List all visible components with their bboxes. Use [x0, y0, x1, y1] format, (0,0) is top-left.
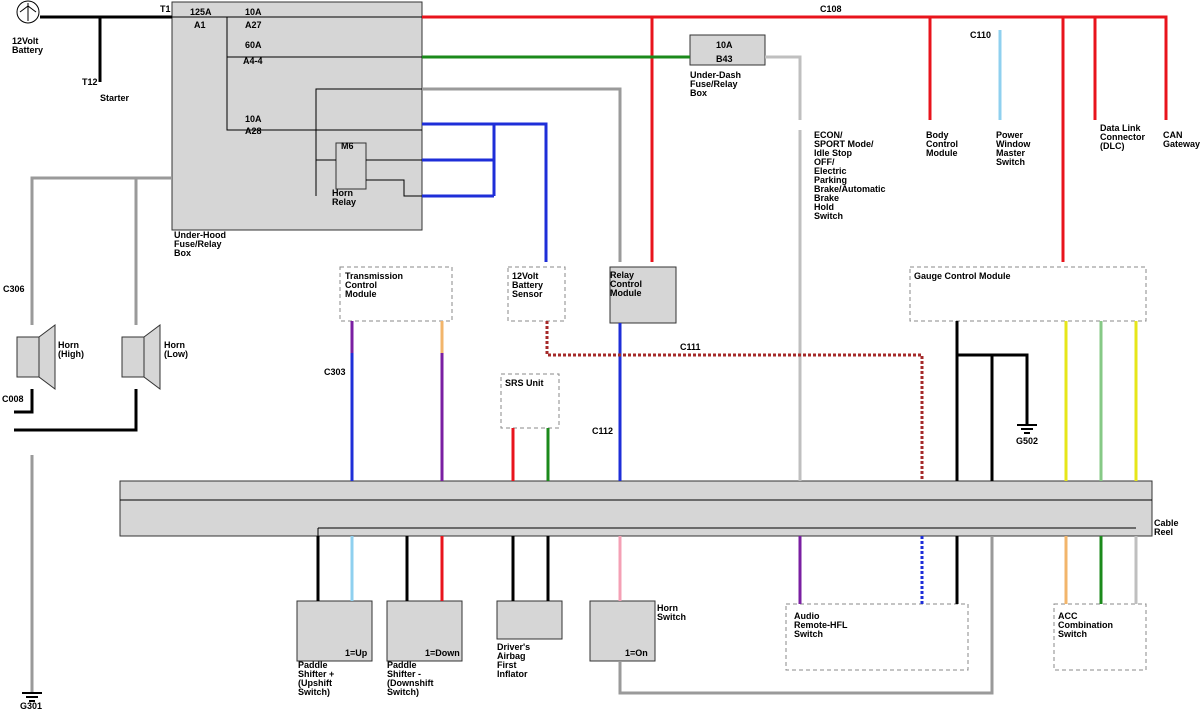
- horn-low-body: [121, 336, 145, 378]
- ground-g301-label: G301: [20, 701, 42, 711]
- gauge-module-box: [909, 266, 1147, 322]
- battery-sensor-box: [507, 266, 566, 322]
- connector-c008: C008: [2, 394, 24, 404]
- paddle-up-state: 1=Up: [345, 648, 368, 658]
- ground-g502: [1017, 424, 1037, 434]
- srs-unit-box: [500, 373, 560, 429]
- connector-c111: C111: [680, 342, 701, 352]
- fuse-a44-amp: 60A: [245, 40, 262, 50]
- paddle-shifter-up: [296, 600, 373, 662]
- fuse-a1-amp: 125A: [190, 7, 212, 17]
- fuse-a28-amp: 10A: [245, 114, 262, 124]
- ground-g502-label: G502: [1016, 436, 1038, 446]
- horn-low-bell: [143, 324, 161, 390]
- fuse-a1-id: A1: [194, 20, 206, 30]
- tcm-box: [339, 266, 453, 322]
- under-hood-fuse-box: [171, 1, 423, 231]
- horn-switch-state: 1=On: [625, 648, 648, 658]
- fuse-a27-amp: 10A: [245, 7, 262, 17]
- connector-c306: C306: [3, 284, 25, 294]
- fuse-b43-amp: 10A: [716, 40, 733, 50]
- under-dash-fuse-box: [689, 34, 766, 66]
- fuse-b43-id: B43: [716, 54, 733, 64]
- horn-high-label: Horn(High): [58, 340, 84, 359]
- starter-label: Starter: [100, 93, 130, 103]
- driver-airbag-inflator: [496, 600, 563, 640]
- gauge-module-label: Gauge Control Module: [914, 271, 1011, 281]
- horn-high-bell: [38, 324, 56, 390]
- cable-reel: [119, 480, 1153, 537]
- connector-c108: C108: [820, 4, 842, 14]
- connector-c110: C110: [970, 30, 991, 40]
- horn-relay: [335, 142, 367, 190]
- connector-t12: T12: [82, 77, 98, 87]
- horn-low-label: Horn(Low): [164, 340, 188, 359]
- relay-m6-label: M6: [341, 141, 354, 151]
- paddle-shifter-down: [386, 600, 463, 662]
- connector-t1: T1: [160, 4, 171, 14]
- srs-label: SRS Unit: [505, 378, 544, 388]
- audio-switch-box: [785, 603, 969, 671]
- relay-control-module: [609, 266, 677, 324]
- paddle-down-state: 1=Down: [425, 648, 460, 658]
- fuse-a27-id: A27: [245, 20, 262, 30]
- connector-c303: C303: [324, 367, 346, 377]
- wire-layer: [14, 15, 1168, 695]
- fuse-a28-id: A28: [245, 126, 262, 136]
- horn-high-body: [16, 336, 40, 378]
- ground-g301: [22, 692, 42, 702]
- connector-c112: C112: [592, 426, 613, 436]
- fuse-a44-id: A4-4: [243, 56, 263, 66]
- horn-switch: [589, 600, 656, 662]
